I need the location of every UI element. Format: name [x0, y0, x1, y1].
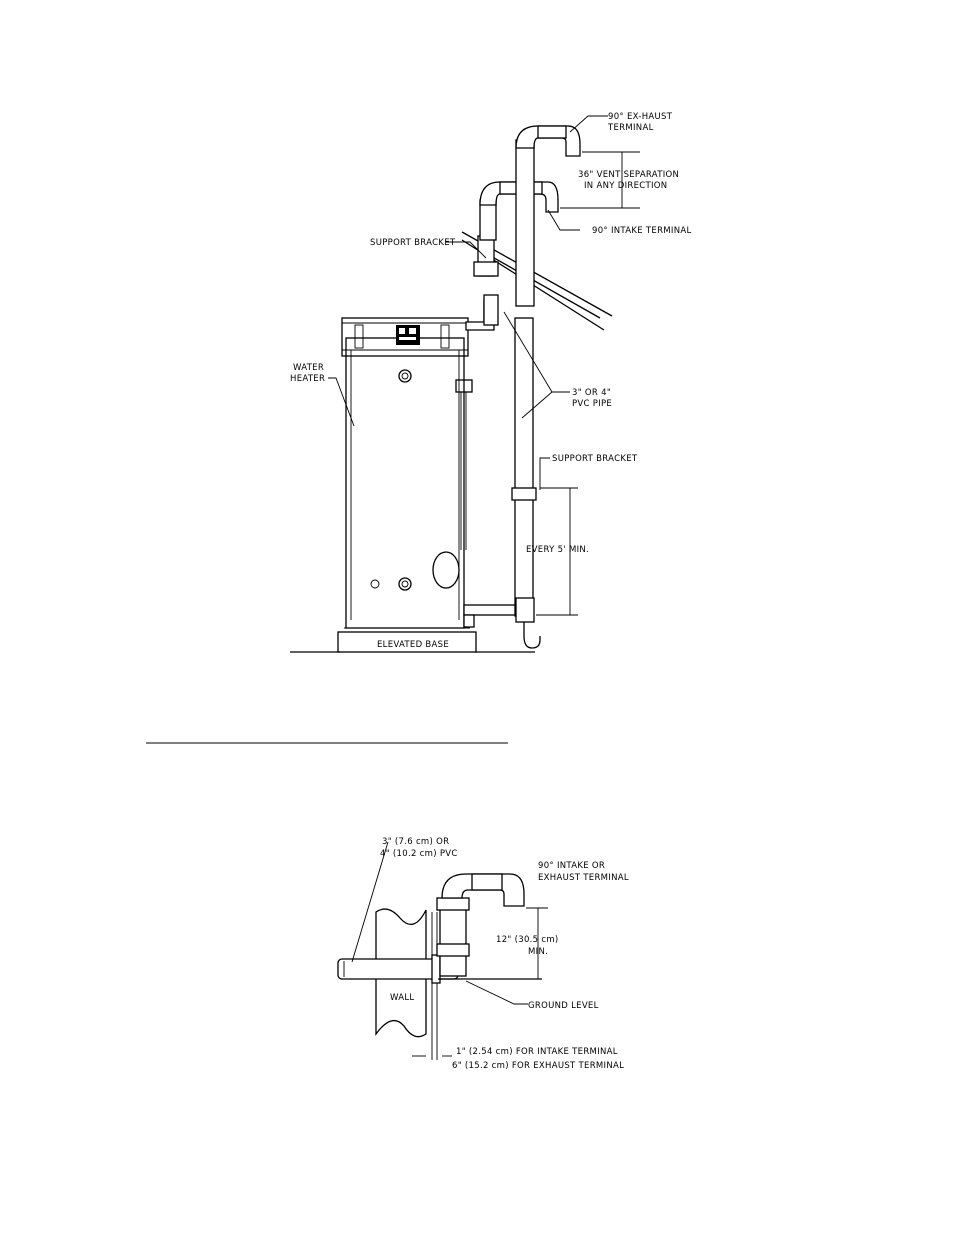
vertical-vent-diagram: 90° EX-HAUST TERMINAL 36" VENT SEPARATIO…	[290, 112, 692, 653]
elevated-base-label: ELEVATED BASE	[377, 640, 449, 650]
water-heater-label: WATER	[293, 363, 324, 373]
clearance-label: 1" (2.54 cm) FOR INTAKE TERMINAL	[456, 1047, 618, 1057]
exhaust-terminal-label-2: TERMINAL	[607, 123, 654, 133]
ground-level-label: GROUND LEVEL	[528, 1001, 599, 1011]
pvc-size-label-2: 4" (10.2 cm) PVC	[380, 849, 458, 859]
elevated-base	[337, 631, 477, 653]
pvc-size-label: 3" (7.6 cm) OR	[382, 837, 449, 847]
intake-terminal-label: 90° INTAKE TERMINAL	[592, 226, 692, 236]
wall-label: WALL	[390, 993, 414, 1003]
support-bracket-top-label: SUPPORT BRACKET	[370, 238, 456, 248]
wall	[375, 908, 427, 1038]
pvc-pipe-label: 3" OR 4"	[572, 388, 611, 398]
water-heater	[341, 317, 521, 629]
vent-separation-label: 36" VENT SEPARATION	[578, 170, 679, 180]
clearance-label-2: 6" (15.2 cm) FOR EXHAUST TERMINAL	[452, 1061, 624, 1071]
vent-separation-label-2: IN ANY DIRECTION	[584, 181, 667, 191]
terminal-label-2: EXHAUST TERMINAL	[538, 873, 629, 883]
height-label: 12" (30.5 cm)	[496, 935, 559, 945]
exhaust-terminal-label: 90° EX-HAUST	[608, 112, 673, 122]
horizontal-vent-diagram: 3" (7.6 cm) OR 4" (10.2 cm) PVC 90° INTA…	[337, 837, 629, 1071]
pvc-pipe-label-2: PVC PIPE	[572, 399, 612, 409]
water-heater-label-2: HEATER	[290, 374, 325, 384]
pvc-vent-pipe	[514, 317, 534, 617]
height-label-2: MIN.	[528, 947, 548, 957]
terminal-label: 90° INTAKE OR	[538, 861, 605, 871]
support-bracket-bottom-label: SUPPORT BRACKET	[552, 454, 638, 464]
every-5-label: EVERY 5' MIN.	[526, 545, 589, 555]
